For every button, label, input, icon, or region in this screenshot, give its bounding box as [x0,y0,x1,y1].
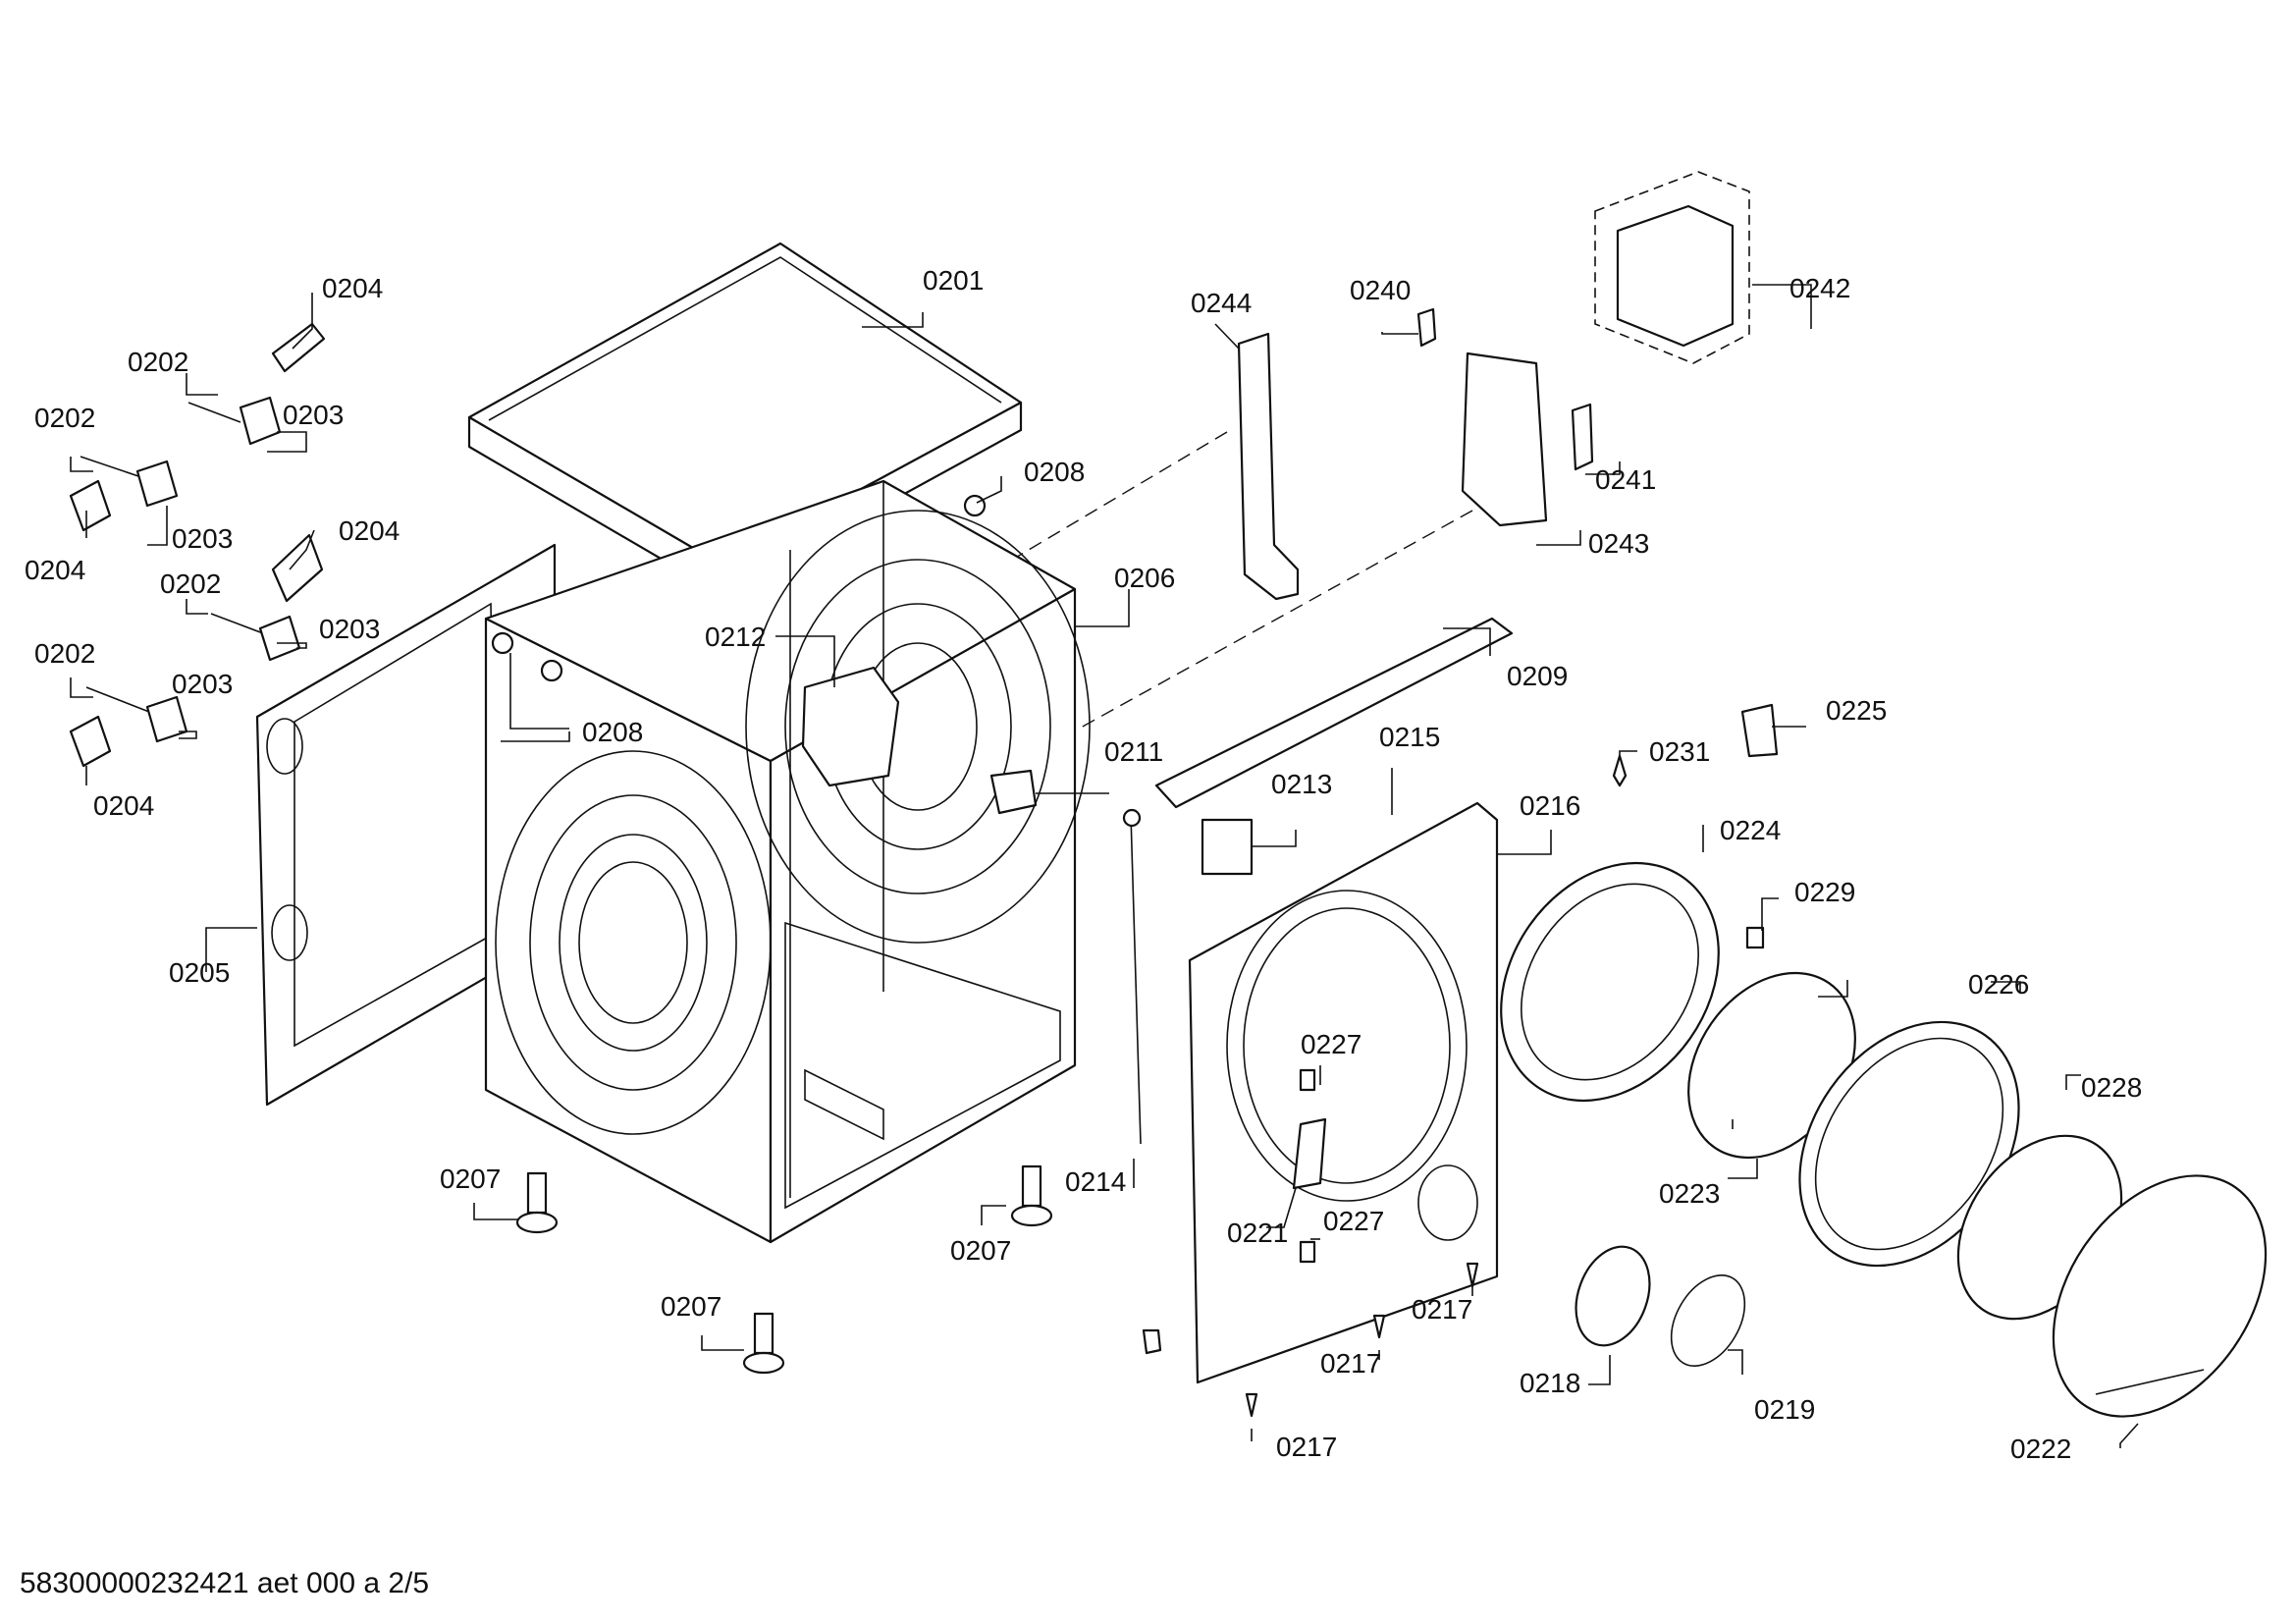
cross-members-group [1154,332,1514,809]
callout-0204: 0204 [93,790,154,821]
callout-0243: 0243 [1588,528,1649,559]
callout-0203: 0203 [172,523,233,554]
callout-0226: 0226 [1968,969,2029,1000]
callout-0219: 0219 [1754,1394,1815,1425]
callout-0207: 0207 [661,1291,721,1322]
callout-0208: 0208 [582,717,643,747]
callout-0229: 0229 [1794,877,1855,907]
callout-0225: 0225 [1826,695,1887,726]
callout-0227: 0227 [1323,1206,1384,1236]
callout-0203: 0203 [172,669,233,699]
callout-0217: 0217 [1276,1432,1337,1462]
callout-0211: 0211 [1104,736,1163,767]
callout-0244: 0244 [1191,288,1252,318]
callout-0241: 0241 [1595,464,1656,495]
side-panel-part [255,543,557,1107]
callout-0207: 0207 [440,1164,501,1194]
callout-0214: 0214 [1065,1166,1126,1197]
document-code: 58300000232421 aet 000 a 2/5 [20,1567,430,1599]
misc-parts-group [801,666,1254,1145]
callout-0202: 0202 [128,347,188,377]
callout-0213: 0213 [1271,769,1332,799]
callout-0221: 0221 [1227,1218,1288,1248]
callout-0202: 0202 [34,638,95,669]
control-module-group [1416,171,1750,527]
callout-0240: 0240 [1350,275,1411,305]
callout-0208: 0208 [1024,457,1085,487]
door-assembly-group [1500,703,2268,1418]
callout-0204: 0204 [25,555,85,585]
callout-0217: 0217 [1412,1294,1472,1325]
callout-0202: 0202 [160,568,221,599]
screws-group [1142,1262,1479,1418]
callout-0206: 0206 [1114,563,1175,593]
callout-0242: 0242 [1789,273,1850,303]
callout-0215: 0215 [1379,722,1440,752]
front-panel-part [1188,801,1499,1384]
callout-labels: 0201 0202 0202 0202 0202 0203 0203 0203 … [25,265,2142,1464]
callout-0216: 0216 [1520,790,1580,821]
callout-0201: 0201 [923,265,984,296]
callout-0222: 0222 [2010,1434,2071,1464]
leader-lines [70,284,2139,1448]
callout-0205: 0205 [169,957,230,988]
hinge-hardware-group [69,322,326,768]
callout-0204: 0204 [322,273,383,303]
callout-0224: 0224 [1720,815,1781,845]
callout-0207: 0207 [950,1235,1011,1266]
feet-group [515,1164,1053,1375]
callout-0204: 0204 [339,515,400,546]
cabinet-frame-part [484,479,1091,1244]
callout-0231: 0231 [1649,736,1710,767]
callout-0228: 0228 [2081,1072,2142,1103]
callout-0227: 0227 [1301,1029,1362,1059]
callout-0223: 0223 [1659,1178,1720,1209]
callout-0203: 0203 [319,614,380,644]
callout-0202: 0202 [34,403,95,433]
callout-0212: 0212 [705,622,766,652]
callout-0218: 0218 [1520,1368,1580,1398]
callout-0217: 0217 [1320,1348,1381,1379]
callout-0203: 0203 [283,400,344,430]
callout-0209: 0209 [1507,661,1568,691]
